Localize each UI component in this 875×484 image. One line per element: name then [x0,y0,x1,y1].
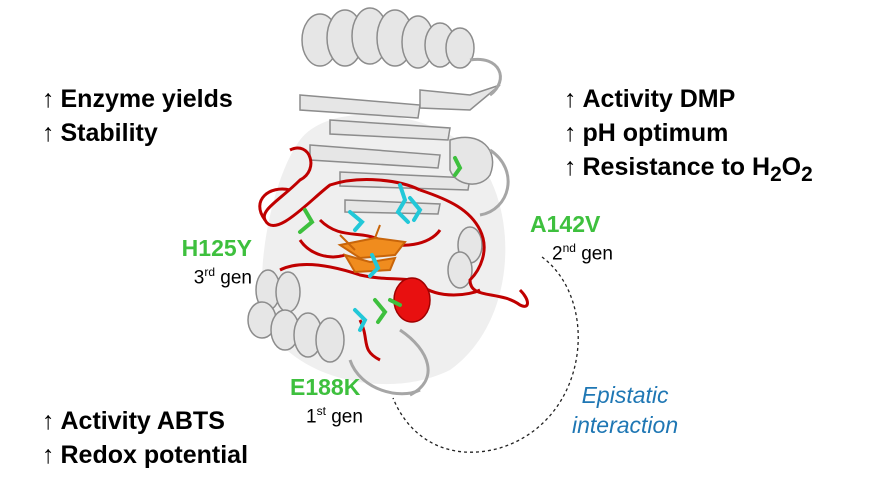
effect-text: Redox potential [60,441,249,469]
epistatic-line-2: interaction [572,412,679,438]
mutation-name: A142V [530,211,601,237]
up-arrow-icon: ↑ [42,407,55,435]
subscript: 2 [801,163,813,186]
epistatic-line-1: Epistatic [581,382,669,408]
effect-text: Enzyme yields [60,85,233,113]
green-residues [298,156,463,324]
mutation-generation: 2nd gen [552,241,613,265]
cyan-residues [348,183,423,332]
mutation-generation: 1st gen [306,404,363,428]
effect-line: ↑Activity ABTS [42,404,248,438]
effect-text: Activity DMP [582,85,736,113]
epistatic-connector [392,256,579,453]
up-arrow-icon: ↑ [564,119,577,147]
mutation-e188k: E188K 1st gen [290,374,363,428]
effect-text: Stability [60,119,158,147]
effect-line: ↑Activity DMP [564,82,813,116]
red-helix [393,277,431,323]
top-helix-bundle [301,7,475,69]
effects-top-left: ↑Enzyme yields ↑Stability [42,82,233,150]
effect-line: ↑Enzyme yields [42,82,233,116]
effect-line: ↑Resistance to H2O2 [564,150,813,192]
effects-top-right: ↑Activity DMP ↑pH optimum ↑Resistance to… [564,82,813,192]
lower-helices [247,226,483,363]
epistatic-label: Epistatic interaction [572,380,678,440]
effect-text-part: O [781,153,802,181]
subscript: 2 [770,163,782,186]
effect-text: Resistance to H [582,153,771,181]
effect-line: ↑Redox potential [42,438,248,472]
up-arrow-icon: ↑ [564,85,577,113]
effect-text: Activity ABTS [60,407,225,435]
heme-group [337,224,407,274]
mutation-name: H125Y [181,235,252,261]
mutation-generation: 3rd gen [193,265,252,289]
grey-coils [348,57,510,397]
effect-line: ↑Stability [42,116,233,150]
up-arrow-icon: ↑ [564,153,577,181]
effect-line: ↑pH optimum [564,116,813,150]
beta-sheets [299,84,501,215]
mutation-h125y: H125Y 3rd gen [152,235,252,289]
up-arrow-icon: ↑ [42,441,55,469]
effect-text: pH optimum [582,119,729,147]
up-arrow-icon: ↑ [42,119,55,147]
mutation-a142v: A142V 2nd gen [530,211,613,265]
mutation-name: E188K [290,374,361,400]
up-arrow-icon: ↑ [42,85,55,113]
effects-bottom-left: ↑Activity ABTS ↑Redox potential [42,404,248,472]
